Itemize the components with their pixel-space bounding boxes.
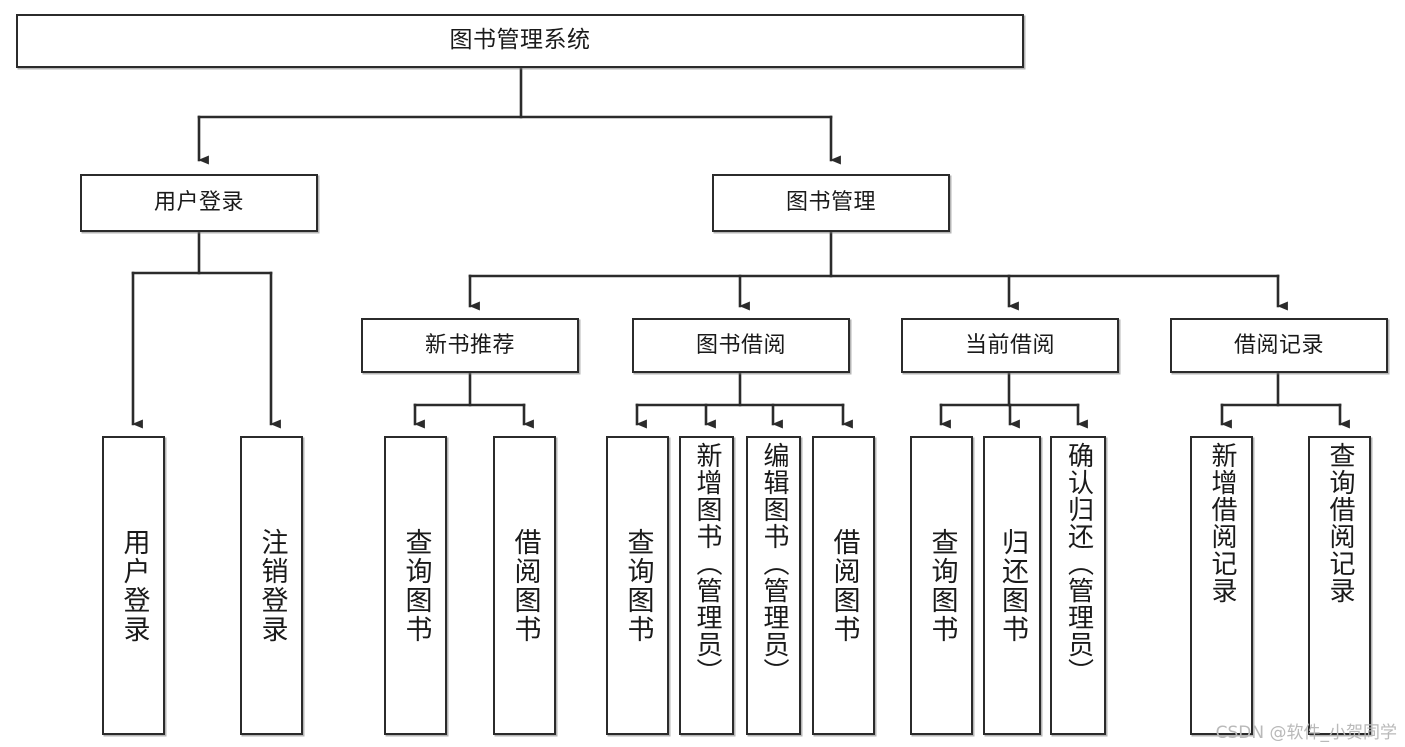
- node-leaf-borrow-book-2[interactable]: 借阅图书: [812, 436, 875, 735]
- node-label: 注销登录: [256, 527, 288, 644]
- node-leaf-add-book-admin[interactable]: 新增图书（管理员）: [679, 436, 734, 735]
- node-leaf-return-book[interactable]: 归还图书: [983, 436, 1041, 735]
- node-label: 查询图书: [400, 527, 432, 644]
- node-user-login[interactable]: 用户登录: [80, 174, 318, 232]
- node-book-borrow[interactable]: 图书借阅: [632, 318, 850, 373]
- node-label: 图书管理系统: [449, 27, 591, 54]
- watermark-text: CSDN @软件_小贺同学: [1215, 723, 1397, 743]
- node-leaf-logout-login[interactable]: 注销登录: [240, 436, 303, 735]
- node-leaf-query-book-1[interactable]: 查询图书: [384, 436, 447, 735]
- node-label: 新增图书（管理员）: [692, 442, 723, 685]
- node-label: 编辑图书（管理员）: [759, 442, 790, 685]
- node-root-book-management-system[interactable]: 图书管理系统: [16, 14, 1024, 68]
- node-label: 确认归还（管理员）: [1063, 442, 1094, 685]
- node-label: 归还图书: [997, 527, 1029, 644]
- node-label: 借阅图书: [509, 527, 541, 644]
- node-label: 新增借阅记录: [1207, 442, 1238, 604]
- node-label: 查询借阅记录: [1325, 442, 1356, 604]
- node-leaf-user-login[interactable]: 用户登录: [102, 436, 165, 735]
- node-leaf-edit-book-admin[interactable]: 编辑图书（管理员）: [746, 436, 801, 735]
- node-label: 用户登录: [153, 190, 244, 216]
- node-label: 图书借阅: [695, 332, 786, 358]
- node-label: 查询图书: [622, 527, 654, 644]
- node-label: 借阅记录: [1233, 332, 1324, 358]
- node-new-book-recommend[interactable]: 新书推荐: [361, 318, 579, 373]
- node-leaf-query-book-2[interactable]: 查询图书: [606, 436, 669, 735]
- node-leaf-add-borrow-record[interactable]: 新增借阅记录: [1190, 436, 1253, 735]
- node-label: 借阅图书: [828, 527, 860, 644]
- node-borrow-record[interactable]: 借阅记录: [1170, 318, 1388, 373]
- node-label: 用户登录: [118, 527, 150, 644]
- node-leaf-query-borrow-record[interactable]: 查询借阅记录: [1308, 436, 1371, 735]
- node-current-borrow[interactable]: 当前借阅: [901, 318, 1119, 373]
- node-leaf-confirm-return-admin[interactable]: 确认归还（管理员）: [1050, 436, 1106, 735]
- node-label: 图书管理: [785, 190, 876, 216]
- node-label: 新书推荐: [424, 332, 515, 358]
- node-label: 当前借阅: [964, 332, 1055, 358]
- node-leaf-query-book-3[interactable]: 查询图书: [910, 436, 973, 735]
- node-label: 查询图书: [926, 527, 958, 644]
- node-book-management[interactable]: 图书管理: [712, 174, 950, 232]
- node-leaf-borrow-book-1[interactable]: 借阅图书: [493, 436, 556, 735]
